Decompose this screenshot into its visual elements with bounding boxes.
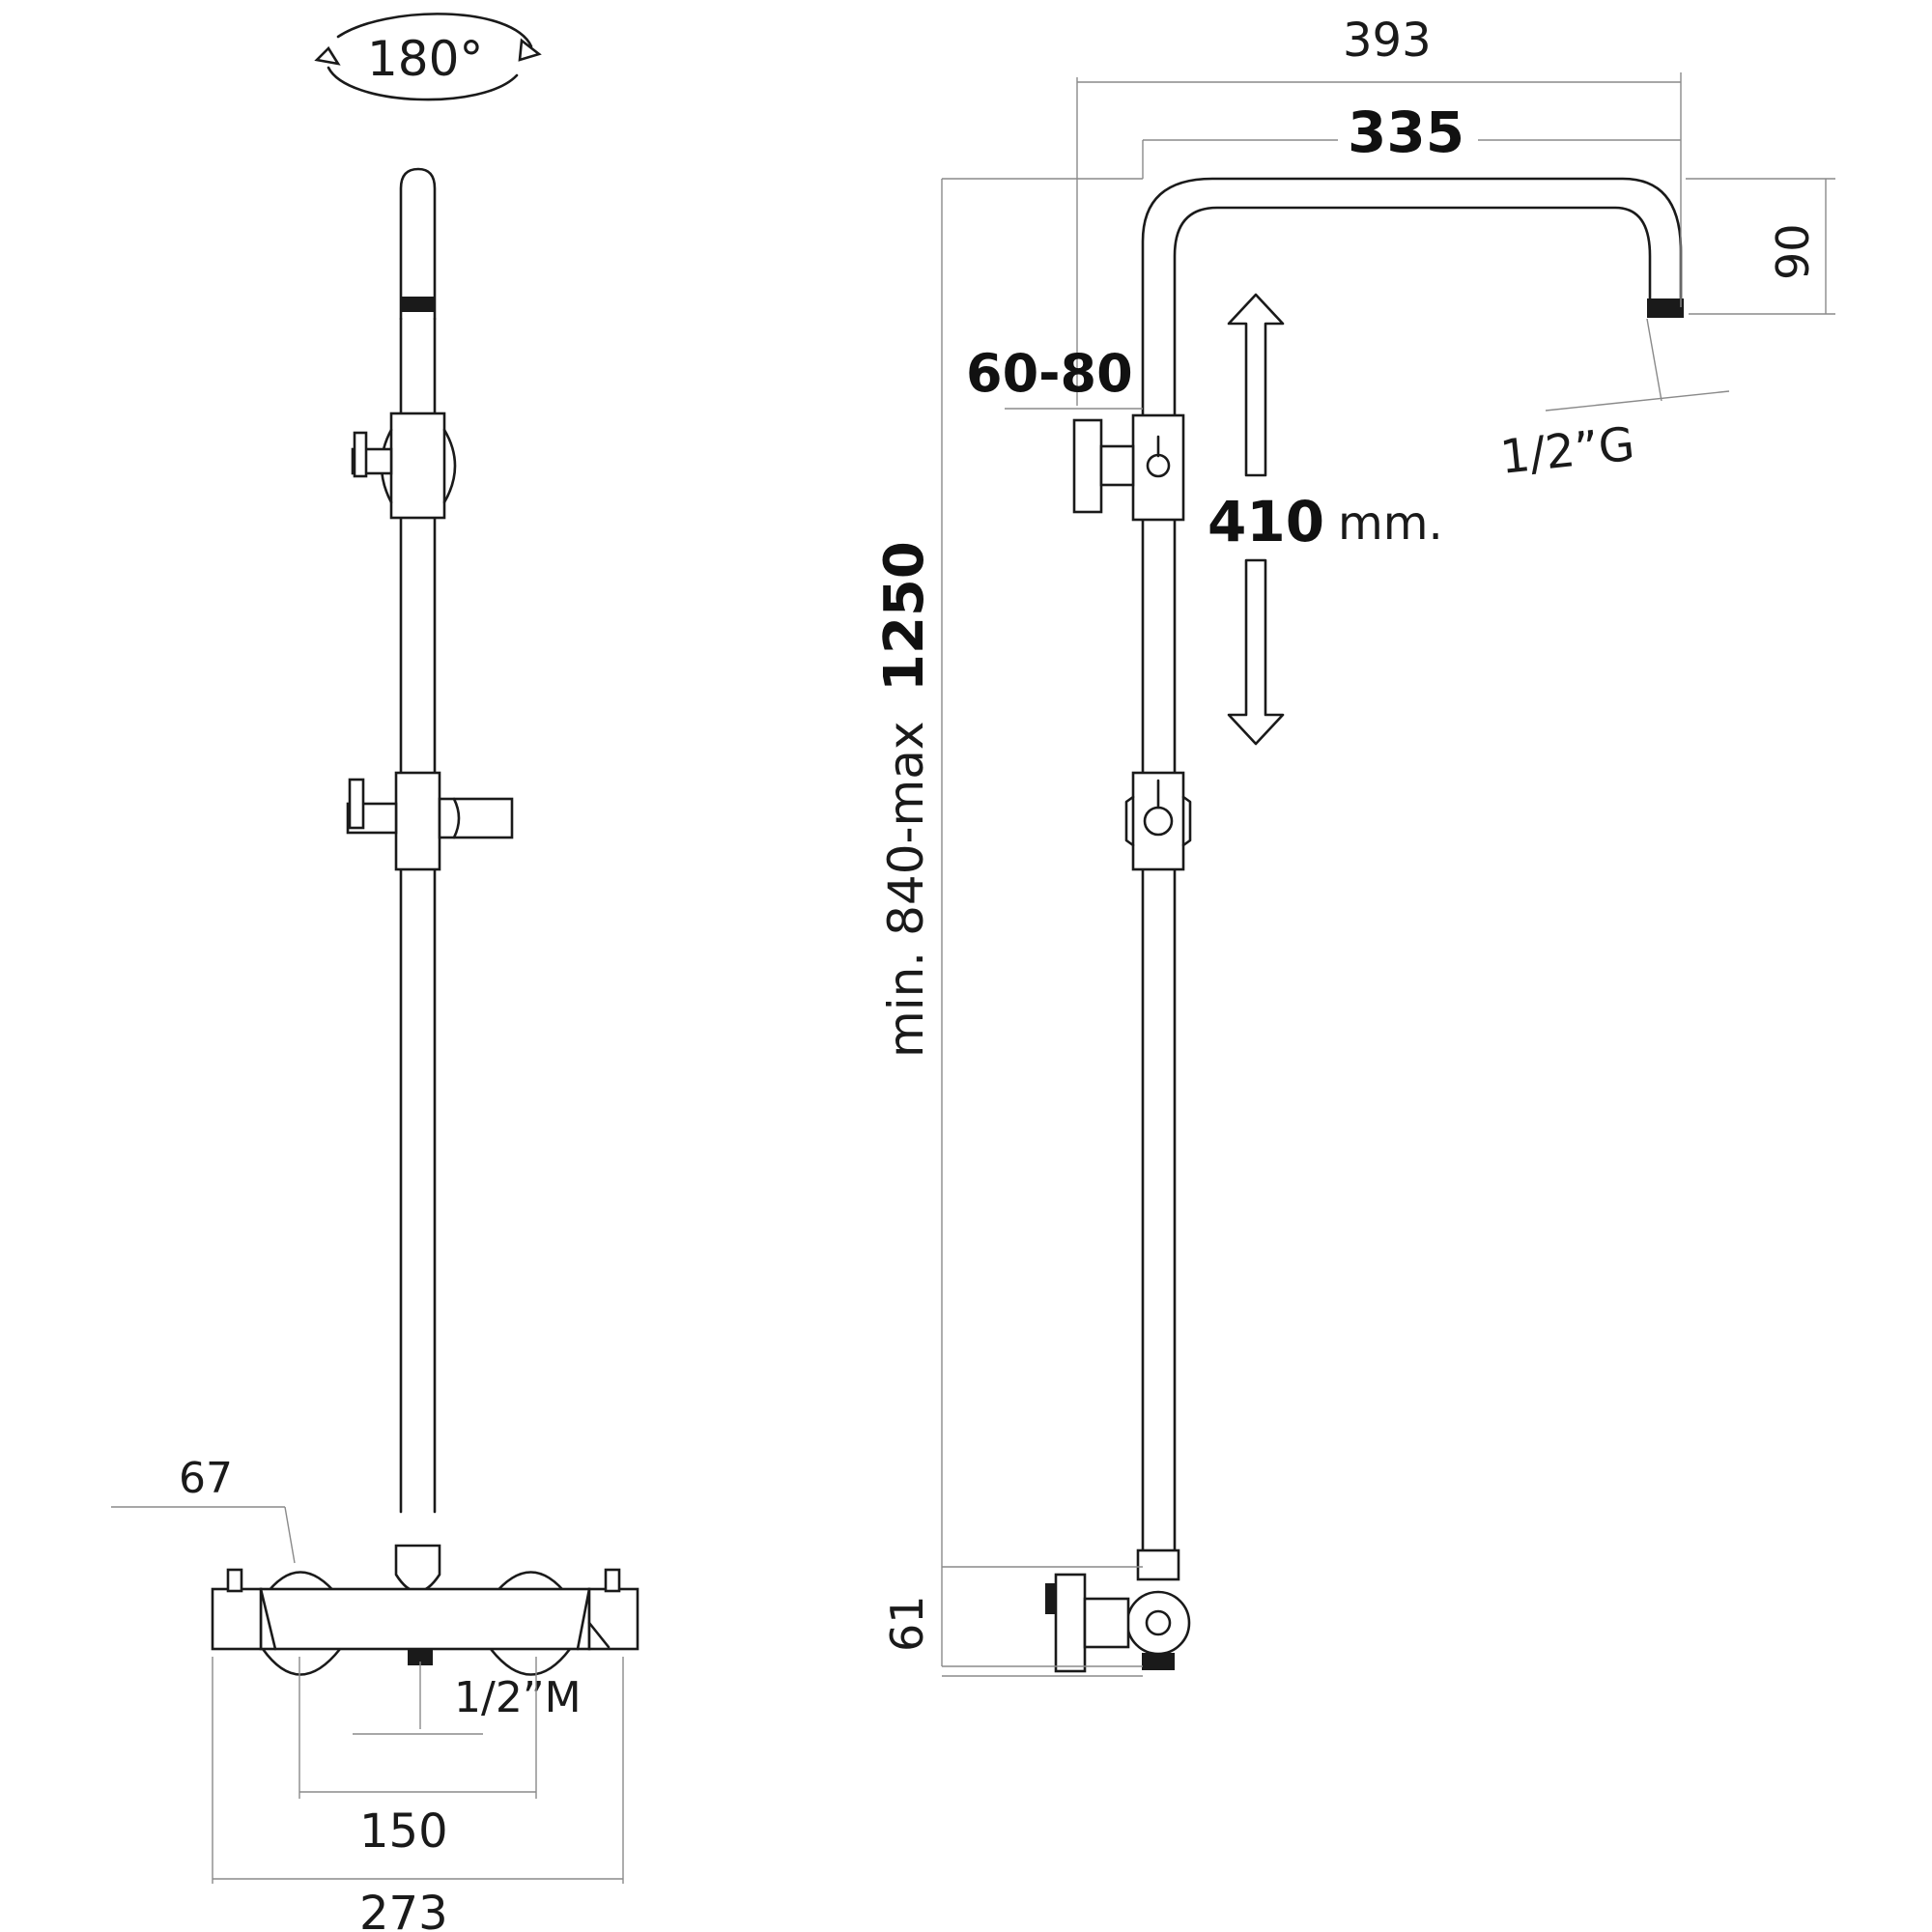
thermostatic-mixer — [211, 1568, 639, 1676]
side-upper-clamp — [1072, 413, 1185, 522]
dim-335: 335 — [1348, 99, 1464, 165]
upper-clamp — [351, 412, 457, 520]
dim-273: 273 — [359, 1887, 448, 1932]
dim-90: 90 — [1767, 223, 1819, 280]
rotation-label: 180° — [367, 31, 483, 87]
middle-slider — [346, 771, 514, 871]
hand-shower-band — [401, 297, 435, 312]
side-view: 410 mm. 393 335 90 1/2”G 60-80 min. 840-… — [873, 14, 1835, 1677]
dim-150: 150 — [359, 1804, 448, 1859]
thread-top-label: 1/2”G — [1497, 417, 1636, 485]
height-range-label: min. 840-max 1250 — [873, 541, 936, 1058]
height-range-prefix: min. 840-max — [878, 722, 934, 1059]
slide-value: 410 — [1208, 489, 1324, 554]
side-mixer — [1045, 1548, 1191, 1673]
dim-393: 393 — [1343, 14, 1432, 68]
thread-bottom-label: 1/2”M — [454, 1673, 582, 1722]
dim-61: 61 — [881, 1595, 933, 1652]
slide-unit: mm. — [1338, 497, 1443, 551]
height-range-max: 1250 — [873, 541, 936, 692]
dim-60-80: 60-80 — [966, 343, 1133, 404]
front-view: 67 1/2”M 150 273 — [111, 167, 639, 1932]
rotation-symbol: 180° — [314, 13, 542, 101]
dim-67: 67 — [179, 1454, 233, 1503]
shower-arm-thread — [1647, 298, 1684, 318]
slide-arrows: 410 mm. — [1208, 293, 1443, 746]
side-middle-slider — [1124, 771, 1192, 871]
